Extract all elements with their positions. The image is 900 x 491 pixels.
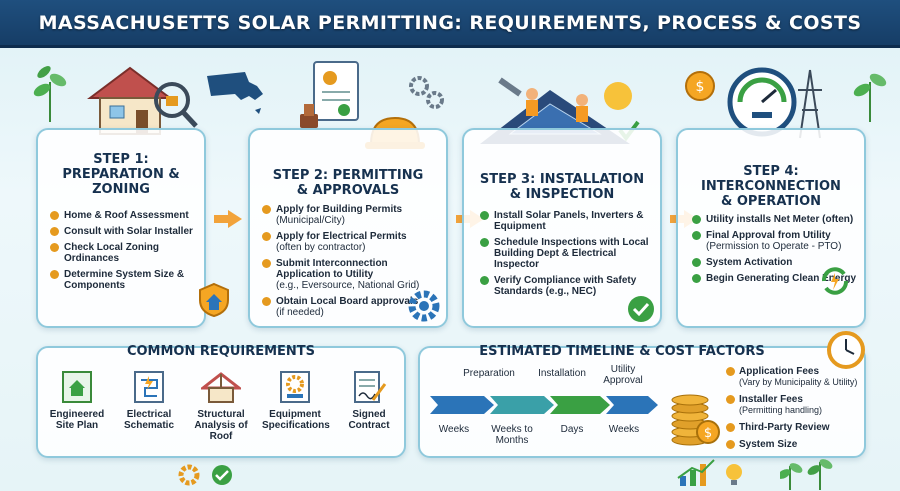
step-3-list: Install Solar Panels, Inverters & Equipm… <box>480 210 658 302</box>
clock-icon <box>827 331 865 369</box>
step-2-title: STEP 2: PERMITTING & APPROVALS <box>272 168 424 198</box>
shield-house-icon <box>199 282 229 318</box>
list-item: Installer Fees(Permitting handling) <box>726 394 866 416</box>
duration-weeks-final: Weeks <box>608 424 640 435</box>
list-item: Utility installs Net Meter (often) <box>692 214 862 225</box>
list-item: Consult with Solar Installer <box>50 226 202 237</box>
requirement-structural-analysis: Structural Analysis of Roof <box>188 370 254 442</box>
step-4-title: STEP 4: INTERCONNECTION & OPERATION <box>701 164 841 209</box>
gear-icon <box>409 76 444 109</box>
step-4-card: STEP 4: INTERCONNECTION & OPERATION Util… <box>676 128 866 328</box>
list-item: System Size <box>726 439 866 450</box>
duration-weeks-to-months: Weeks to Months <box>491 424 533 446</box>
leaf-icon <box>853 73 887 122</box>
list-item: Determine System Size & Components <box>50 269 202 291</box>
svg-text:$: $ <box>704 426 712 441</box>
list-item: Application Fees(Vary by Municipality & … <box>726 366 866 388</box>
list-item: Final Approval from Utility(Permission t… <box>692 230 862 252</box>
step-4-list: Utility installs Net Meter (often) Final… <box>692 214 862 289</box>
phase-utility-approval: Utility Approval <box>603 364 643 386</box>
requirement-electrical-schematic: Electrical Schematic <box>116 370 182 431</box>
step-1-title: STEP 1: PREPARATION & ZONING <box>62 152 180 197</box>
duration-days: Days <box>560 424 584 435</box>
list-item: Verify Compliance with Safety Standards … <box>480 275 658 297</box>
svg-text:$: $ <box>696 79 705 95</box>
requirement-equipment-specs: Equipment Specifications <box>262 370 330 431</box>
phase-preparation: Preparation <box>463 368 515 379</box>
duration-weeks: Weeks <box>438 424 470 435</box>
phase-installation: Installation <box>538 368 586 379</box>
gear-check-icon <box>178 464 232 486</box>
cost-factors-list: Application Fees(Vary by Municipality & … <box>726 366 866 456</box>
massachusetts-map-icon <box>207 72 263 114</box>
roof-structure-icon <box>201 372 241 403</box>
house-icon <box>87 66 198 135</box>
gear-icon <box>408 290 440 322</box>
timeline-arrows <box>430 396 658 414</box>
list-item: Schedule Inspections with Local Building… <box>480 237 658 270</box>
step-3-title: STEP 3: INSTALLATION & INSPECTION <box>479 172 645 202</box>
growth-chart-icon <box>677 459 742 486</box>
timeline-panel: ESTIMATED TIMELINE & COST FACTORS Prepar… <box>418 344 866 458</box>
site-plan-icon <box>62 371 92 403</box>
list-item: Third-Party Review <box>726 422 866 433</box>
check-circle-icon <box>628 296 654 322</box>
recycle-energy-icon <box>822 267 848 295</box>
requirements-title: COMMON REQUIREMENTS <box>126 344 316 359</box>
list-item: Submit Interconnection Application to Ut… <box>262 258 444 291</box>
equipment-spec-icon <box>280 371 310 403</box>
step-3-card: STEP 3: INSTALLATION & INSPECTION Instal… <box>462 128 662 328</box>
leaf-icon <box>780 459 833 490</box>
step-1-card: STEP 1: PREPARATION & ZONING Home & Roof… <box>36 128 229 328</box>
requirement-signed-contract: Signed Contract <box>336 370 402 431</box>
document-icon <box>300 61 359 128</box>
step-1-list: Home & Roof Assessment Consult with Sola… <box>50 210 202 296</box>
list-item: Obtain Local Board approvals(if needed) <box>262 296 444 318</box>
coin-stack-icon: $ <box>671 394 720 446</box>
schematic-icon <box>134 371 164 403</box>
timeline-title: ESTIMATED TIMELINE & COST FACTORS <box>479 344 765 359</box>
arrow-step1-step2 <box>214 210 242 228</box>
step-2-list: Apply for Building Permits(Municipal/Cit… <box>262 204 444 323</box>
list-item: Check Local Zoning Ordinances <box>50 242 202 264</box>
list-item: Apply for Electrical Permits(often by co… <box>262 231 444 253</box>
meter-icon: $ <box>685 67 822 139</box>
title-bar: MASSACHUSETTS SOLAR PERMITTING: REQUIREM… <box>0 0 900 48</box>
list-item: System Activation <box>692 257 862 268</box>
requirement-site-plan: Engineered Site Plan <box>44 370 110 431</box>
list-item: Begin Generating Clean Energy <box>692 273 862 284</box>
step-2-card: STEP 2: PERMITTING & APPROVALS Apply for… <box>248 128 448 328</box>
list-item: Install Solar Panels, Inverters & Equipm… <box>480 210 658 232</box>
leaf-icon <box>33 66 67 122</box>
contract-icon <box>354 371 387 403</box>
list-item: Home & Roof Assessment <box>50 210 202 221</box>
list-item: Apply for Building Permits(Municipal/Cit… <box>262 204 444 226</box>
page-title: MASSACHUSETTS SOLAR PERMITTING: REQUIREM… <box>38 11 862 34</box>
requirements-panel: COMMON REQUIREMENTS Engineered Site Plan… <box>36 344 406 458</box>
